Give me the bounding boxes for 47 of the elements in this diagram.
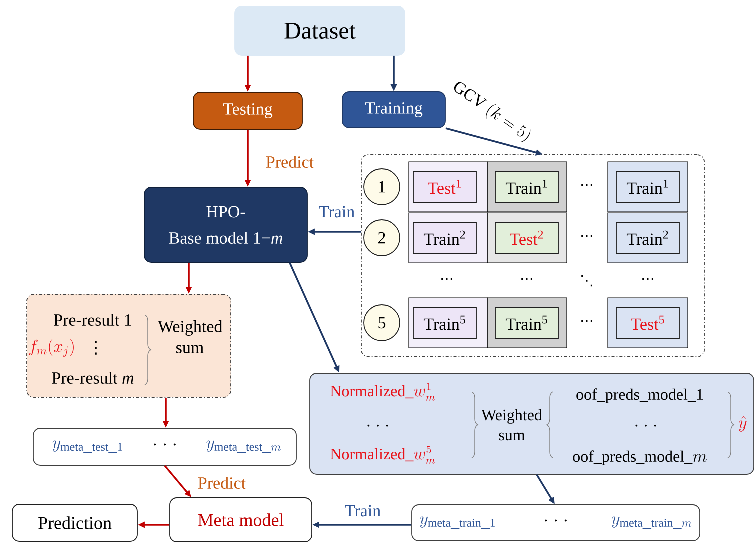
ellipsis: ⋯ [582, 184, 592, 186]
vertical-dots: ⋮ [95, 341, 97, 355]
ellipsis: ⋯ [642, 278, 654, 280]
fold-cell: Train$^{1}$ [495, 171, 559, 203]
edge-label: Predict [196, 476, 248, 490]
ellipsis: ⋯ [522, 278, 532, 280]
edge-label: $\mathrm{GCV}\ (k=5)$ [448, 77, 536, 147]
edge-label: Train [344, 504, 382, 518]
fold-cell: Train$^{5}$ [413, 307, 477, 339]
node-title: HPO- [206, 206, 246, 218]
edge-label: Train [318, 205, 356, 219]
training-box: Training [342, 92, 446, 128]
sum-text: Weighted sum [482, 409, 542, 441]
fold-cell: Train$^{5}$ [495, 307, 559, 339]
ellipsis: · · · [545, 520, 567, 522]
weight-formula: $\mathrm{Normalized\_}w_m^{1}$ [330, 382, 436, 401]
ellipsis: · · · [368, 424, 388, 427]
meta-model-box: Meta model [170, 498, 312, 542]
function-formula: $f_m(x_j)$ [29, 339, 74, 358]
prediction-formula: $\mathrm{oof\_preds\_model\_}m$ [573, 450, 707, 466]
edge-label: Predict [264, 155, 316, 169]
result-text: Pre-result 1 [54, 314, 132, 326]
estimate-symbol: $\hat{y}$ [739, 416, 747, 432]
dataset-box: Dataset [234, 6, 406, 56]
fold-cell: Test$^{5}$ [616, 307, 680, 339]
ellipsis: ⋯ [442, 278, 452, 280]
fold-cell: Train$^{2}$ [616, 222, 680, 254]
fold-cell: Test$^{1}$ [413, 171, 477, 203]
ellipsis: ⋯ [582, 320, 592, 322]
fold-cell: Train$^{1}$ [616, 171, 680, 203]
variable-formula: $y_{\mathrm{meta\_test\_1}}$ [52, 440, 122, 454]
ellipsis: ⋱ [582, 275, 592, 287]
fold-cell: Train$^{2}$ [413, 222, 477, 254]
prediction-text: oof_preds_model_1 [576, 388, 704, 404]
prediction-box: Prediction [12, 504, 138, 542]
variable-formula: $y_{\mathrm{meta\_train\_}m}$ [612, 516, 692, 530]
variable-formula: $y_{\mathrm{meta\_train\_1}}$ [420, 516, 496, 530]
sum-text: Weighted sum [158, 320, 223, 354]
fold-cell: Test$^{2}$ [495, 222, 559, 254]
ellipsis: · · · [636, 424, 656, 427]
variable-formula: $y_{\mathrm{meta\_test\_}m}$ [206, 440, 281, 454]
testing-box: Testing [193, 92, 303, 130]
ellipsis: · · · [154, 444, 176, 446]
result-text: Pre-result m [52, 372, 134, 384]
weight-formula: $\mathrm{Normalized\_}w_m^{5}$ [330, 446, 436, 464]
node-text: Base model 1−m [169, 232, 282, 244]
ellipsis: ⋯ [582, 235, 592, 238]
